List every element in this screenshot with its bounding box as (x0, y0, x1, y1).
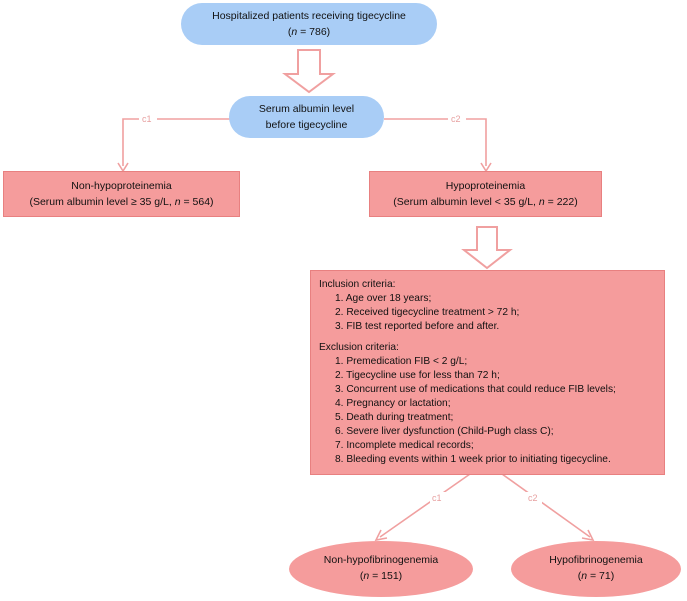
hollow-down-arrow-top (282, 49, 336, 94)
hypofibrinogenemia-node: Hypofibrinogenemia (n = 71) (511, 541, 681, 597)
exclusion-item: 3. Concurrent use of medications that co… (335, 384, 616, 395)
exclusion-item: 5. Death during treatment; (335, 412, 454, 423)
hypo-detail-text: (Serum albumin level < 35 g/L, (393, 196, 539, 208)
connector-c1-upper (122, 118, 230, 166)
hollow-down-arrow-middle (461, 226, 513, 270)
hypofib-count: (n = 71) (577, 570, 615, 582)
exclusion-item: 6. Severe liver dysfunction (Child-Pugh … (335, 426, 554, 437)
exclusion-item: 8. Bleeding events within 1 week prior t… (335, 454, 611, 465)
branch-label-c1-upper: c1 (142, 114, 152, 124)
exclusion-list: 1. Premedication FIB < 2 g/L; 2. Tigecyc… (319, 355, 656, 467)
hypo-detail: (Serum albumin level < 35 g/L, n = 222) (370, 194, 601, 210)
non-hypo-count: = 564) (180, 196, 214, 208)
count-value: = 786) (297, 26, 331, 38)
hypofib-title: Hypofibrinogenemia (549, 554, 643, 566)
inclusion-item: 3. FIB test reported before and after. (335, 321, 500, 332)
inclusion-list: 1. Age over 18 years; 2. Received tigecy… (319, 292, 656, 334)
connector-c1-lower (379, 473, 471, 538)
non-hypo-title: Non-hypoproteinemia (71, 180, 172, 192)
n-symbol: n (291, 26, 298, 38)
branch-label-c1-lower: c1 (432, 493, 442, 503)
criteria-box: Inclusion criteria: 1. Age over 18 years… (310, 270, 665, 475)
arrowhead-c2-lower (581, 529, 595, 542)
non-hypofib-count-value: = 151) (369, 570, 403, 582)
hypo-title: Hypoproteinemia (445, 180, 526, 192)
exclusion-item: 4. Pregnancy or lactation; (335, 398, 451, 409)
serum-line-2: before tigecycline (265, 119, 348, 131)
exclusion-item: 7. Incomplete medical records; (335, 440, 474, 451)
inclusion-item: 2. Received tigecycline treatment > 72 h… (335, 307, 520, 318)
hypo-count: = 222) (544, 196, 578, 208)
n-symbol: n (538, 196, 545, 208)
non-hypo-detail-text: (Serum albumin level ≥ 35 g/L, (29, 196, 175, 208)
connector-c2-upper (384, 118, 487, 166)
non-hypofib-count: (n = 151) (359, 570, 403, 582)
node-count: (n = 786) (287, 26, 331, 38)
n-symbol: n (363, 570, 370, 582)
serum-albumin-node: Serum albumin level before tigecycline (229, 96, 384, 138)
non-hypofibrinogenemia-node: Non-hypofibrinogenemia (n = 151) (289, 541, 473, 597)
node-title: Hospitalized patients receiving tigecycl… (212, 10, 406, 22)
hypofib-count-value: = 71) (587, 570, 615, 582)
exclusion-item: 1. Premedication FIB < 2 g/L; (335, 356, 468, 367)
non-hypofib-title: Non-hypofibrinogenemia (323, 554, 439, 566)
connector-c2-lower (501, 473, 591, 538)
non-hypo-detail: (Serum albumin level ≥ 35 g/L, n = 564) (4, 194, 239, 210)
exclusion-item: 2. Tigecycline use for less than 72 h; (335, 370, 500, 381)
branch-label-c2-upper: c2 (451, 114, 461, 124)
branch-label-c2-lower: c2 (528, 493, 538, 503)
n-symbol: n (581, 570, 588, 582)
exclusion-title: Exclusion criteria: (319, 342, 399, 353)
serum-line-1: Serum albumin level (258, 103, 355, 115)
n-symbol: n (174, 196, 181, 208)
inclusion-title: Inclusion criteria: (319, 279, 396, 290)
arrowhead-c1-lower (374, 529, 388, 542)
hypoproteinemia-node: Hypoproteinemia (Serum albumin level < 3… (369, 171, 602, 217)
inclusion-item: 1. Age over 18 years; (335, 293, 432, 304)
hospitalized-patients-node: Hospitalized patients receiving tigecycl… (181, 3, 437, 45)
non-hypoproteinemia-node: Non-hypoproteinemia (Serum albumin level… (3, 171, 240, 217)
